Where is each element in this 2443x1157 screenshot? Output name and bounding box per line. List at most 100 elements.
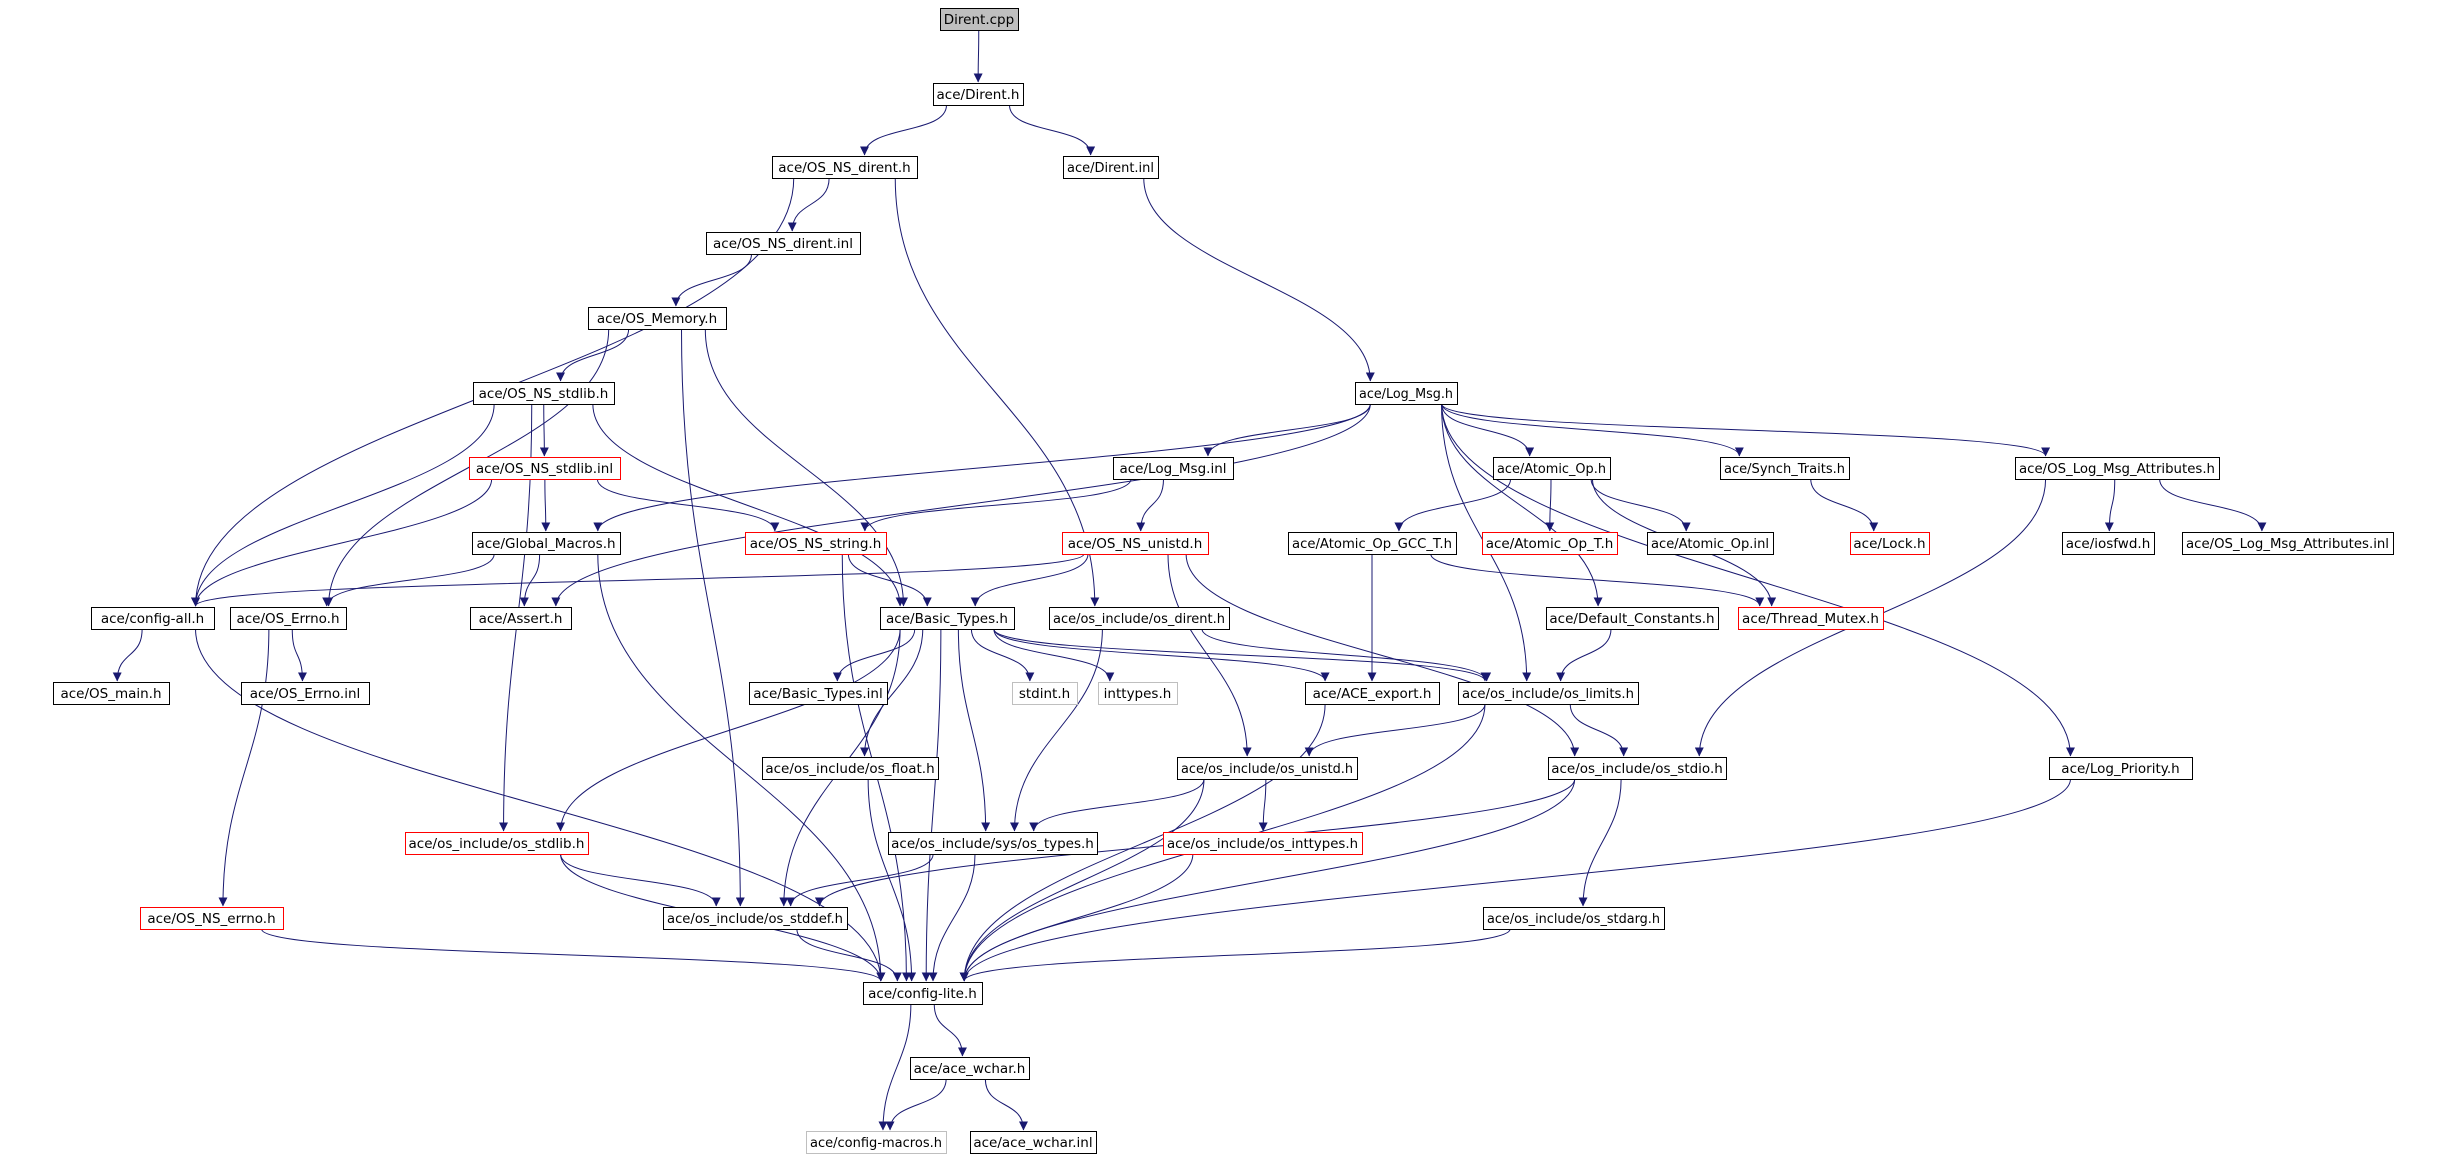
node-thread_mutex_h[interactable]: ace/Thread_Mutex.h [1738, 607, 1884, 630]
node-iosfwd_h[interactable]: ace/iosfwd.h [2062, 532, 2155, 555]
node-label-atomic_op_t_h: ace/Atomic_Op_T.h [1486, 536, 1614, 552]
edge-basic_types_h-to-sys_os_types_h [957, 628, 991, 832]
edge-dirent_h-to-dirent_inl [1009, 104, 1096, 156]
node-box-dirent_inl [1063, 156, 1159, 179]
node-os_ns_errno_h[interactable]: ace/OS_NS_errno.h [140, 907, 284, 930]
edge-log_priority_h-to-config_lite_h [959, 778, 2071, 982]
node-label-os_memory_h: ace/OS_Memory.h [597, 311, 717, 327]
edge-config_lite_h-to-config_macros_h [878, 1003, 912, 1131]
node-os_ns_dirent_h[interactable]: ace/OS_NS_dirent.h [772, 156, 918, 179]
node-os_ns_unistd_h[interactable]: ace/OS_NS_unistd.h [1062, 532, 1209, 555]
edge-log_msg_inl-to-os_ns_string_h [860, 478, 1132, 532]
node-os_memory_h[interactable]: ace/OS_Memory.h [588, 307, 727, 330]
node-lock_h[interactable]: ace/Lock.h [1850, 532, 1930, 555]
edge-log_msg_h-to-log_priority_h [1441, 403, 2075, 757]
node-box-os_log_msg_attr_h [2015, 457, 2220, 480]
node-os_log_msg_attr_inl[interactable]: ace/OS_Log_Msg_Attributes.inl [2182, 532, 2394, 555]
node-os_limits_h[interactable]: ace/os_include/os_limits.h [1458, 682, 1639, 705]
node-ace_export_h[interactable]: ace/ACE_export.h [1305, 682, 1440, 705]
node-log_msg_h[interactable]: ace/Log_Msg.h [1355, 382, 1458, 405]
node-os_inttypes_h[interactable]: ace/os_include/os_inttypes.h [1163, 832, 1363, 855]
node-os_errno_h[interactable]: ace/OS_Errno.h [230, 607, 347, 630]
node-box-config_macros_h [806, 1131, 947, 1154]
node-os_stdlib_h[interactable]: ace/os_include/os_stdlib.h [405, 832, 589, 855]
node-assert_h[interactable]: ace/Assert.h [470, 607, 572, 630]
edge-os_ns_errno_h-to-config_lite_h [261, 928, 886, 982]
node-label-dirent_h: ace/Dirent.h [937, 87, 1020, 103]
edge-log_msg_h-to-os_log_msg_attr_h [1441, 403, 2050, 457]
node-dirent_inl[interactable]: ace/Dirent.inl [1063, 156, 1159, 179]
edge-os_limits_h-to-os_stdio_h [1569, 703, 1629, 757]
node-label-thread_mutex_h: ace/Thread_Mutex.h [1742, 611, 1879, 627]
node-label-os_ns_stdlib_h: ace/OS_NS_stdlib.h [479, 386, 609, 402]
node-atomic_op_h[interactable]: ace/Atomic_Op.h [1493, 457, 1611, 480]
node-os_include_os_dirent_h[interactable]: ace/os_include/os_dirent.h [1049, 607, 1230, 630]
node-synch_traits_h[interactable]: ace/Synch_Traits.h [1720, 457, 1850, 480]
node-basic_types_h[interactable]: ace/Basic_Types.h [880, 607, 1015, 630]
edge-os_ns_dirent_h-to-os_ns_dirent_inl [787, 177, 830, 232]
node-config_all_h[interactable]: ace/config-all.h [91, 607, 215, 630]
node-global_macros_h[interactable]: ace/Global_Macros.h [472, 532, 621, 555]
node-config_macros_h: ace/config-macros.h [806, 1131, 947, 1154]
node-os_log_msg_attr_h[interactable]: ace/OS_Log_Msg_Attributes.h [2015, 457, 2220, 480]
node-os_main_h[interactable]: ace/OS_main.h [53, 682, 170, 705]
node-label-atomic_op_inl: ace/Atomic_Op.inl [1651, 536, 1769, 552]
node-os_stdio_h[interactable]: ace/os_include/os_stdio.h [1548, 757, 1727, 780]
edge-os_unistd_h-to-config_lite_h [959, 778, 1205, 982]
edge-os_limits_h-to-os_unistd_h [1304, 703, 1486, 757]
edge-atomic_op_gcc_t_h-to-thread_mutex_h [1430, 553, 1765, 607]
node-log_priority_h[interactable]: ace/Log_Priority.h [2049, 757, 2193, 780]
edge-synch_traits_h-to-lock_h [1810, 478, 1879, 532]
node-log_msg_inl[interactable]: ace/Log_Msg.inl [1113, 457, 1234, 480]
node-box-config_lite_h [863, 982, 983, 1005]
node-label-os_errno_inl: ace/OS_Errno.inl [250, 686, 361, 702]
node-os_ns_string_h[interactable]: ace/OS_NS_string.h [745, 532, 887, 555]
edge-atomic_op_h-to-atomic_op_t_h [1545, 478, 1555, 532]
node-box-atomic_op_t_h [1482, 532, 1618, 555]
node-os_unistd_h[interactable]: ace/os_include/os_unistd.h [1177, 757, 1358, 780]
node-basic_types_inl[interactable]: ace/Basic_Types.inl [749, 682, 888, 705]
node-os_float_h[interactable]: ace/os_include/os_float.h [762, 757, 939, 780]
node-label-synch_traits_h: ace/Synch_Traits.h [1724, 461, 1845, 477]
node-os_ns_stdlib_inl[interactable]: ace/OS_NS_stdlib.inl [469, 457, 621, 480]
node-box-ace_export_h [1305, 682, 1440, 705]
node-atomic_op_inl[interactable]: ace/Atomic_Op.inl [1647, 532, 1774, 555]
node-ace_wchar_h[interactable]: ace/ace_wchar.h [910, 1057, 1030, 1080]
edge-atomic_op_h-to-atomic_op_gcc_t_h [1394, 478, 1512, 532]
node-label-os_include_os_dirent_h: ace/os_include/os_dirent.h [1053, 611, 1225, 627]
node-box-lock_h [1850, 532, 1930, 555]
edge-log_msg_h-to-global_macros_h [593, 403, 1371, 532]
node-box-thread_mutex_h [1738, 607, 1884, 630]
node-label-log_msg_inl: ace/Log_Msg.inl [1119, 461, 1226, 477]
edge-os_ns_stdlib_inl-to-global_macros_h [541, 478, 551, 532]
edge-basic_types_h-to-os_stdlib_h [556, 628, 901, 832]
node-label-sys_os_types_h: ace/os_include/sys/os_types.h [891, 836, 1094, 852]
node-atomic_op_t_h[interactable]: ace/Atomic_Op_T.h [1482, 532, 1618, 555]
edge-os_log_msg_attr_h-to-iosfwd_h [2104, 478, 2116, 532]
node-os_stdarg_h[interactable]: ace/os_include/os_stdarg.h [1483, 907, 1665, 930]
edge-os_include_os_dirent_h-to-sys_os_types_h [1009, 628, 1103, 832]
node-os_errno_inl[interactable]: ace/OS_Errno.inl [241, 682, 370, 705]
node-box-os_stdlib_h [405, 832, 589, 855]
node-box-os_stddef_h [663, 907, 848, 930]
node-os_ns_dirent_inl[interactable]: ace/OS_NS_dirent.inl [706, 232, 861, 255]
node-label-os_ns_string_h: ace/OS_NS_string.h [750, 536, 882, 552]
node-sys_os_types_h[interactable]: ace/os_include/sys/os_types.h [888, 832, 1098, 855]
node-dirent_h[interactable]: ace/Dirent.h [933, 83, 1024, 106]
node-default_constants_h[interactable]: ace/Default_Constants.h [1546, 607, 1719, 630]
edge-config_lite_h-to-ace_wchar_h [933, 1003, 967, 1057]
node-os_ns_stdlib_h[interactable]: ace/OS_NS_stdlib.h [473, 382, 615, 405]
node-box-basic_types_h [880, 607, 1015, 630]
node-config_lite_h[interactable]: ace/config-lite.h [863, 982, 983, 1005]
node-atomic_op_gcc_t_h[interactable]: ace/Atomic_Op_GCC_T.h [1288, 532, 1457, 555]
node-box-os_log_msg_attr_inl [2182, 532, 2394, 555]
edge-os_ns_stdlib_inl-to-config_all_h [191, 478, 493, 607]
node-label-iosfwd_h: ace/iosfwd.h [2066, 536, 2151, 552]
node-label-lock_h: ace/Lock.h [1853, 536, 1925, 552]
edge-os_stdlib_h-to-os_stddef_h [560, 853, 721, 907]
node-ace_wchar_inl[interactable]: ace/ace_wchar.inl [970, 1131, 1097, 1154]
node-label-os_main_h: ace/OS_main.h [60, 686, 161, 702]
edge-os_memory_h-to-os_errno_h [324, 328, 610, 607]
node-os_stddef_h[interactable]: ace/os_include/os_stddef.h [663, 907, 848, 930]
